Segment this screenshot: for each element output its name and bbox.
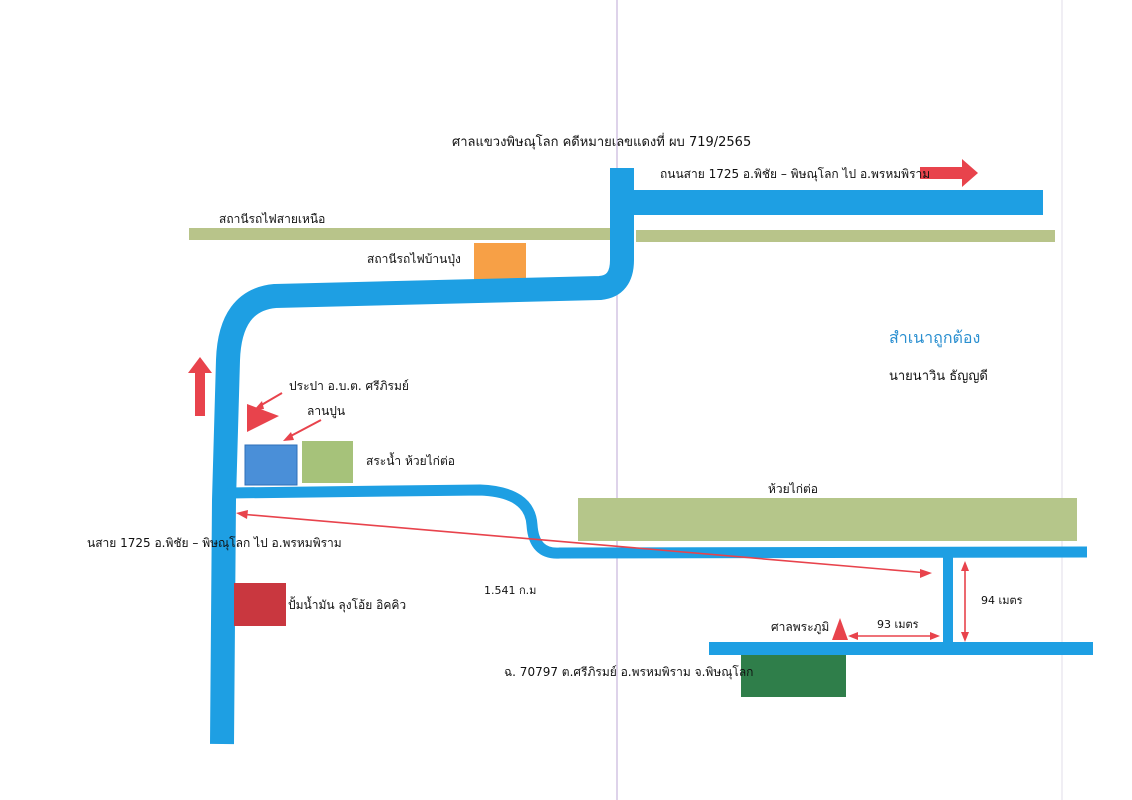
case-title: ศาลแขวงพิษณุโลก คดีหมายเลขแดงที่ ผบ 719/…: [452, 135, 752, 150]
pond-box: [302, 441, 353, 483]
arrow-right-icon: [920, 159, 978, 187]
main-road: [210, 168, 634, 745]
water-supply-box: [244, 444, 298, 486]
pointer-concrete-yard-head-icon: [283, 432, 294, 441]
distance-shrine-right-head-icon: [930, 632, 940, 640]
station-label: สถานีรถไฟบ้านปุ่ง: [367, 252, 461, 266]
pond-label: สระน้ำ ห้วยไก่ต่อ: [366, 454, 455, 468]
distance-vertical-bottom-head-icon: [961, 632, 969, 642]
concrete-yard-label: ลานปูน: [307, 404, 346, 418]
connector-road: [943, 552, 953, 650]
highway-top: [634, 190, 1043, 215]
railway-label: สถานีรถไฟสายเหนือ: [219, 212, 326, 226]
branch-road: [227, 484, 1088, 559]
water-supply-triangle-icon: [247, 404, 279, 432]
gas-station-box: [234, 583, 286, 626]
railway-line-left: [189, 228, 610, 240]
spirit-house-triangle-icon: [832, 618, 848, 640]
distance-total-left-head-icon: [236, 510, 248, 519]
pointer-concrete-yard: [286, 419, 322, 439]
gas-station-label: ปั้มน้ำมัน ลุงโอ้ย อิคคิว: [288, 598, 407, 612]
lower-road: [709, 642, 1093, 655]
highway-left-label: นสาย 1725 อ.พิชัย – พิษณุโลก ไป อ.พรหมพิ…: [87, 536, 342, 550]
certification-signer: นายนาวิน ธัญญดี: [889, 369, 988, 384]
distance-total-label: 1.541 ก.ม: [484, 584, 537, 597]
certification-stamp: สำเนาถูกต้อง: [889, 328, 981, 347]
huai-kai-to-box: [578, 498, 1077, 541]
distance-shrine-label: 93 เมตร: [877, 618, 919, 631]
highway-top-label: ถนนสาย 1725 อ.พิชัย – พิษณุโลก ไป อ.พรหม…: [660, 167, 931, 181]
distance-total-line: [239, 513, 929, 574]
huai-kai-to-label: ห้วยไก่ต่อ: [768, 482, 818, 496]
land-deed-label: ฉ. 70797 ต.ศรีภิรมย์ อ.พรหมพิราม จ.พิษณุ…: [504, 665, 754, 679]
land-plot-box: [741, 655, 846, 697]
water-supply-label: ประปา อ.บ.ต. ศรีภิรมย์: [289, 379, 409, 393]
pointer-water-supply-head-icon: [254, 401, 264, 410]
distance-total-right-head-icon: [920, 569, 932, 578]
railway-line-right: [636, 230, 1055, 242]
distance-vertical-top-head-icon: [961, 561, 969, 571]
arrow-up-icon: [188, 357, 212, 416]
distance-shrine-left-head-icon: [848, 632, 858, 640]
distance-vertical-label: 94 เมตร: [981, 594, 1023, 607]
spirit-house-label: ศาลพระภูมิ: [771, 620, 830, 634]
